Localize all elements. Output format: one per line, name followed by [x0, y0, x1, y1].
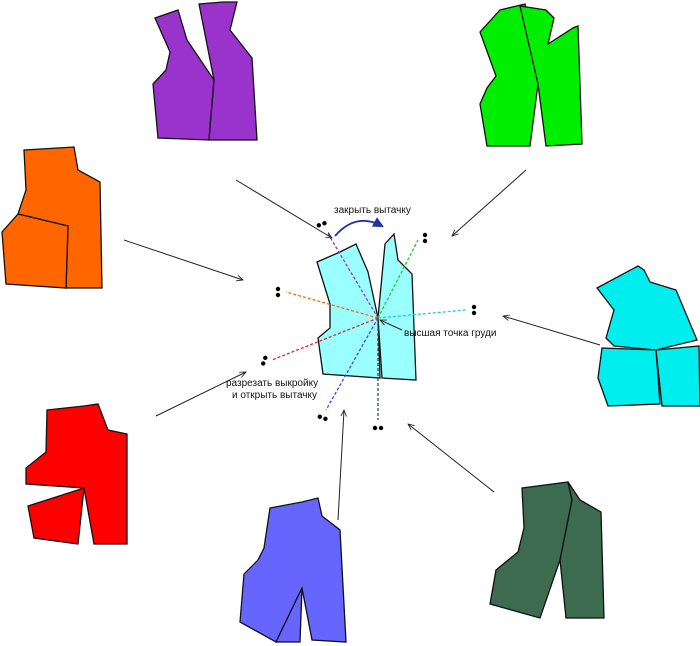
guide-purple — [326, 231, 379, 319]
close-dart-arrow — [334, 217, 384, 237]
cyan-piece-lower — [597, 347, 661, 407]
arrow-from-darkgreen — [408, 424, 495, 493]
green-piece-right — [519, 5, 583, 147]
arrow-from-red — [155, 372, 246, 417]
red-piece-lower — [27, 487, 85, 545]
blue-piece-lower — [274, 587, 303, 643]
scissors-icon — [413, 232, 428, 244]
cut-open-label-line2: и открыть вытачку — [232, 390, 317, 401]
green-piece-left — [479, 3, 539, 147]
bodice-center — [316, 232, 417, 381]
bodice-blue — [239, 497, 347, 643]
center-piece-left — [316, 243, 381, 379]
guide-orange — [285, 291, 379, 319]
guide-red — [271, 317, 379, 361]
orange-piece-lower — [1, 213, 69, 289]
arrow-bust-point — [380, 319, 403, 331]
arrow-from-blue — [337, 410, 344, 521]
purple-piece-right — [198, 1, 258, 141]
cyan-piece-side — [655, 345, 700, 407]
blue-piece-main — [239, 497, 347, 643]
red-piece-main — [25, 403, 128, 545]
bust-point-label: высшая точка груди — [404, 328, 496, 339]
darkgreen-piece-left — [489, 481, 573, 619]
center-piece-right — [377, 232, 417, 381]
pointer-arrows — [123, 169, 601, 521]
arrow-from-purple — [235, 179, 332, 238]
bodice-cyan — [596, 265, 700, 407]
scissors-icon — [260, 354, 278, 370]
orange-piece-upper — [17, 146, 103, 289]
cut-open-label-line1: разрезать выкройку — [226, 378, 318, 389]
bodice-purple — [152, 1, 258, 141]
bodice-darkgreen — [489, 481, 605, 619]
cyan-piece-upper — [596, 265, 698, 351]
darkgreen-piece-right — [559, 481, 605, 619]
cutting-guides — [271, 231, 467, 420]
close-dart-label: закрыть вытачку — [334, 205, 411, 216]
arrow-from-cyan — [503, 316, 601, 346]
bodice-green — [479, 3, 583, 147]
arrow-from-green — [452, 169, 527, 236]
bodice-red — [25, 403, 128, 545]
bodice-orange — [1, 146, 103, 289]
scissors-icon — [275, 286, 290, 298]
scissors-icon — [316, 404, 332, 422]
arrow-from-orange — [123, 239, 243, 280]
guide-blue — [325, 317, 379, 411]
purple-piece-left — [152, 9, 215, 141]
